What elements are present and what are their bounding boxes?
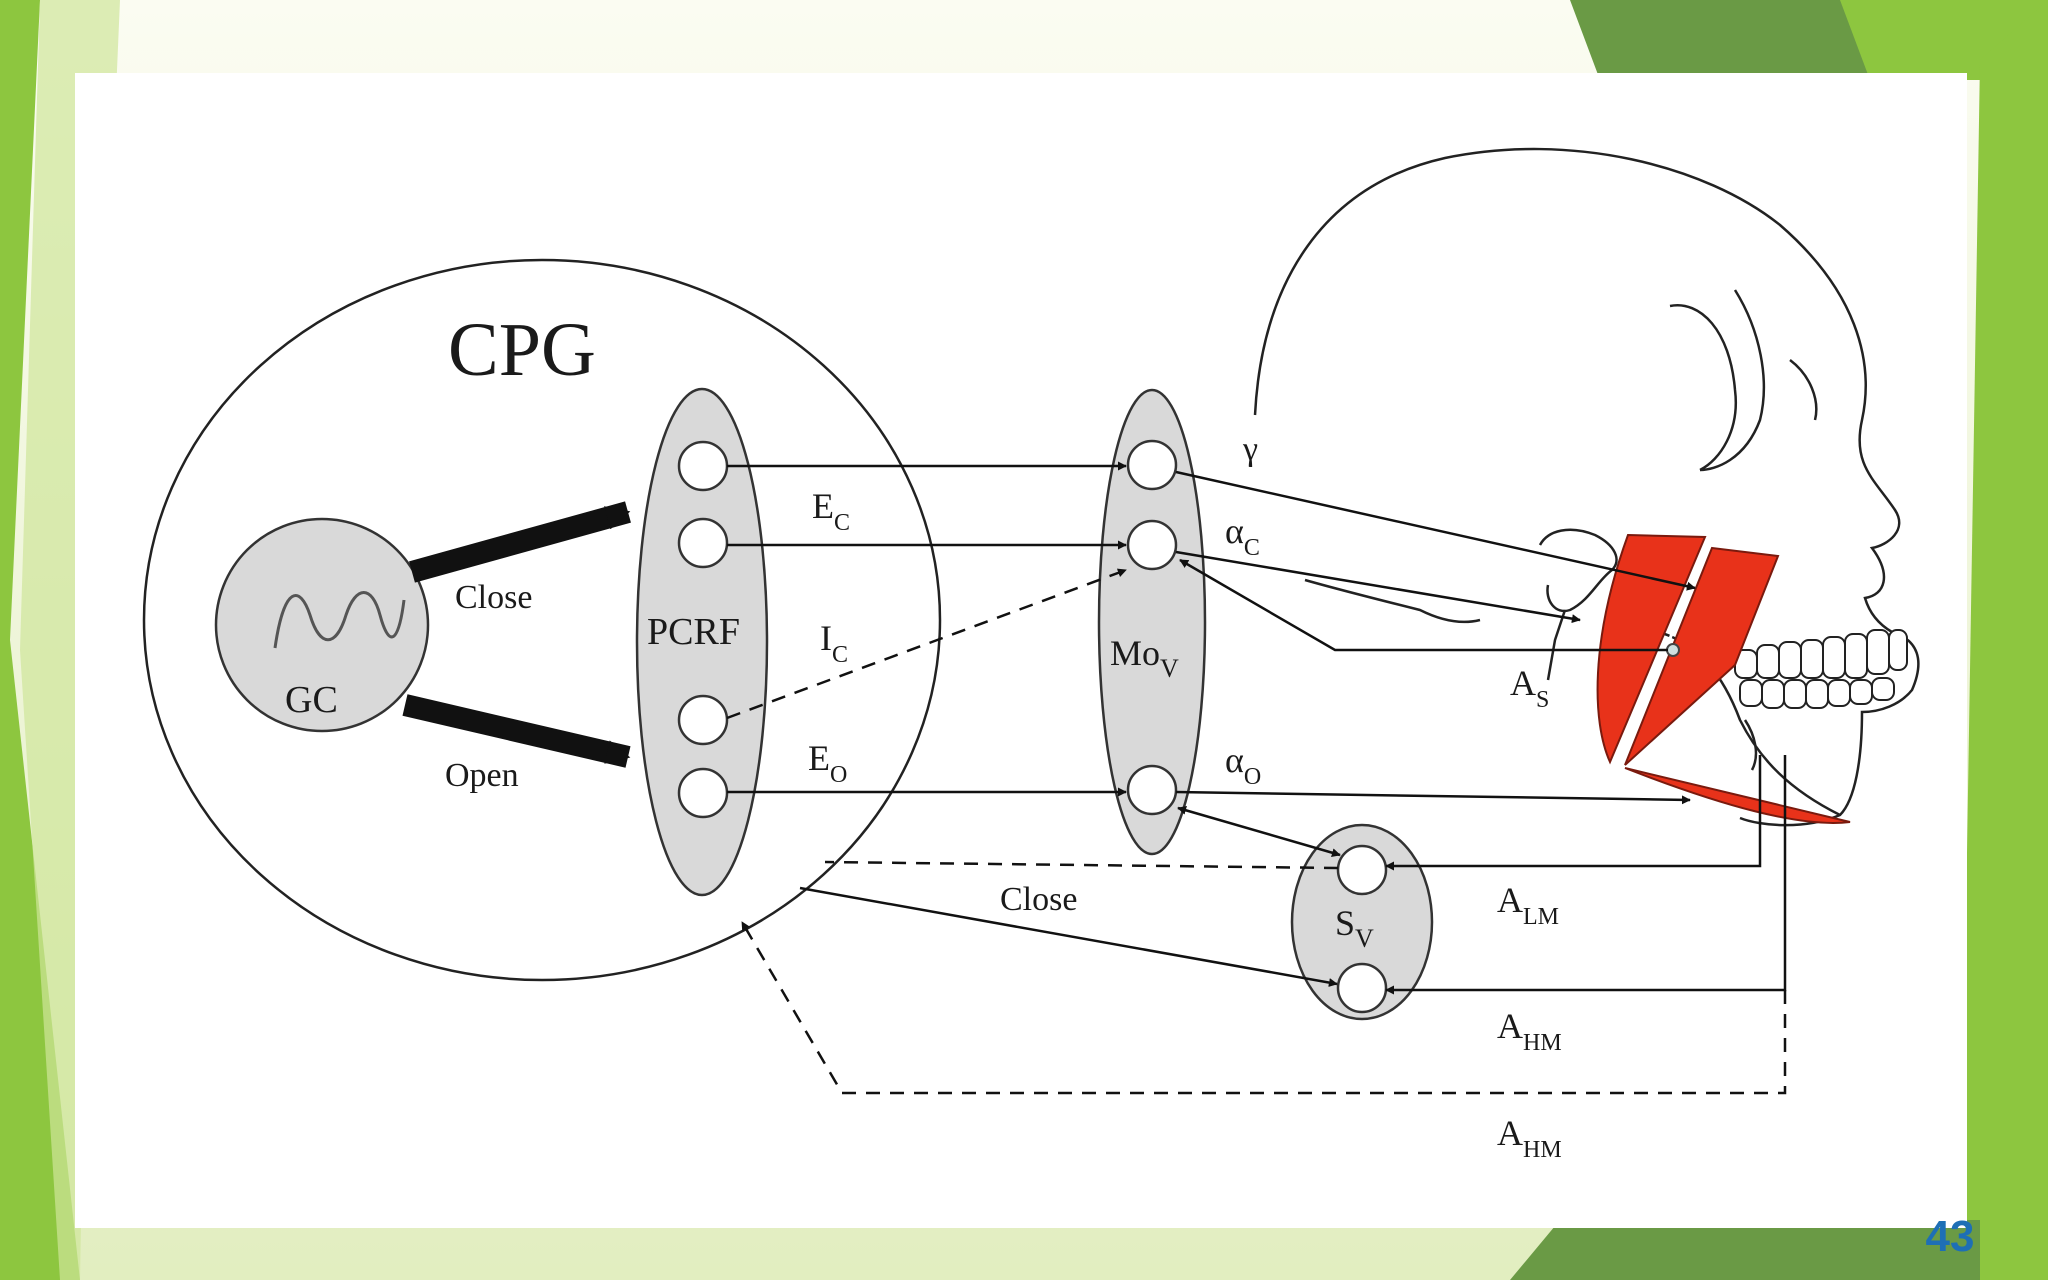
top-right-dark-band: [1570, 0, 1890, 80]
pcrf-ellipse: [635, 387, 769, 897]
ahm-dashed-feedback: [740, 921, 1787, 1095]
ahm-bottom-label: AHM: [1497, 1113, 1562, 1163]
afferent-arrows: [740, 755, 1787, 1095]
alm-arrow: [1385, 755, 1762, 871]
sv-to-mov-arrow: [1177, 805, 1341, 858]
mov-ellipse: [1097, 388, 1207, 856]
gamma-label: γ: [1242, 431, 1258, 468]
sv-ellipse: [1290, 823, 1434, 1021]
sv-node-1: [1336, 844, 1388, 896]
slide-number: 43: [1925, 1212, 1975, 1261]
sv-label: SV: [1335, 903, 1374, 953]
alm-label: ALM: [1497, 880, 1559, 930]
mov-to-muscle-arrows: [1175, 470, 1696, 805]
ahm-arrow: [1385, 755, 1787, 995]
open-label: Open: [445, 757, 519, 794]
thick-arrows: [402, 501, 631, 768]
alpha-o-arrow: [1175, 790, 1691, 805]
close-label: Close: [455, 579, 532, 616]
sine-wave-icon: [273, 591, 406, 649]
mov-node-3: [1126, 764, 1178, 816]
ic-label: IC: [820, 618, 848, 668]
close-thick-arrow: [409, 501, 631, 583]
pcrf-node-3: [677, 694, 729, 746]
as-feedback-arrow: [1179, 558, 1668, 652]
pcrf-node-1: [677, 440, 729, 492]
alpha-c-label: αC: [1225, 511, 1260, 561]
mov-nodes: [1126, 439, 1178, 816]
ahm-label: AHM: [1497, 1006, 1562, 1056]
close-feedback-arrow: [799, 886, 1338, 988]
right-green-band: [1960, 0, 2048, 1280]
ec-label: EC: [812, 486, 850, 536]
eo-label: EO: [808, 738, 847, 788]
gc-node: GC: [214, 517, 430, 733]
mov-node-1: [1126, 439, 1178, 491]
left-green-band: [0, 0, 80, 1280]
sv-to-cpg-dashed: [824, 860, 1339, 870]
close-bottom-label: Close: [1000, 881, 1077, 918]
mov-node-2: [1126, 519, 1178, 571]
cpg-diagram: CPG GC PCRF MoV SV Close Open: [142, 147, 1920, 1163]
mov-label: MoV: [1110, 633, 1179, 683]
skull-drawing: [1253, 147, 1920, 827]
sv-node-2: [1336, 962, 1388, 1014]
pcrf-node-2: [677, 517, 729, 569]
cpg-label: CPG: [448, 308, 596, 392]
masseter-muscle: [1596, 533, 1851, 824]
bottom-right-dark-band: [1510, 1220, 1980, 1280]
teeth-drawing: [1734, 629, 1908, 709]
open-thick-arrow: [402, 694, 631, 768]
pcrf-label: PCRF: [647, 611, 740, 653]
pcrf-to-mov-arrows: [726, 461, 1127, 797]
cpg-circle: [142, 258, 942, 982]
gamma-arrow: [1175, 470, 1696, 591]
ic-dashed-arrow: [726, 568, 1127, 720]
gc-label: GC: [285, 679, 338, 721]
diagram-figure: CPG GC PCRF MoV SV Close Open: [75, 73, 1967, 1228]
alpha-c-arrow: [1175, 550, 1581, 624]
alpha-o-label: αO: [1225, 740, 1261, 790]
pcrf-nodes: [677, 440, 729, 819]
as-label: AS: [1510, 663, 1549, 713]
pcrf-node-4: [677, 767, 729, 819]
